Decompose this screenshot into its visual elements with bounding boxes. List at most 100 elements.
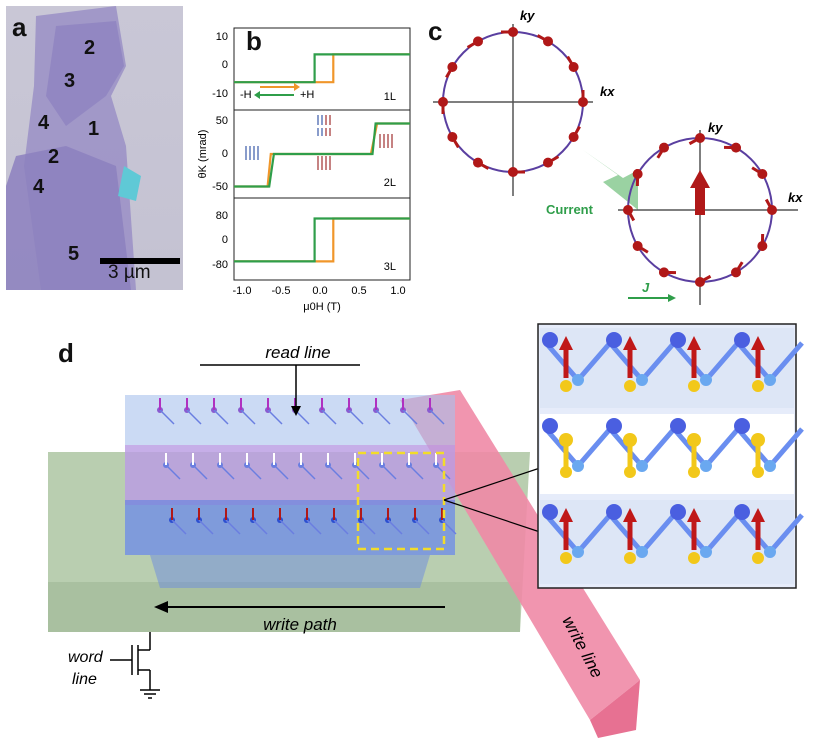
memory-device-diagram: read line write path word line write lin…	[48, 323, 804, 738]
hysteresis-series-+H-1L	[234, 53, 410, 84]
spin-arrow	[473, 158, 490, 170]
bond	[159, 409, 175, 425]
layer-label-3L: 3L	[384, 261, 396, 273]
ytick-label: 80	[216, 210, 228, 222]
bond	[198, 519, 214, 535]
write-path-label: write path	[263, 615, 337, 634]
region-number: 3	[64, 70, 76, 92]
bond	[300, 464, 316, 480]
bond	[354, 464, 370, 480]
bond	[736, 427, 772, 468]
y-axis-label: θK (mrad)	[197, 130, 209, 179]
spin-arrow-head	[559, 336, 573, 350]
zoom-connector	[443, 467, 541, 501]
xtick-label: 1.0	[390, 285, 405, 297]
hysteresis-series--H-2L	[234, 122, 410, 188]
ky-label: ky	[708, 120, 723, 135]
bond	[544, 513, 580, 554]
bond	[704, 513, 740, 554]
atom	[560, 380, 572, 392]
atom	[764, 546, 776, 558]
spin-arrow	[543, 155, 560, 167]
hysteresis-series--H-1L	[234, 53, 410, 84]
write-line-bar	[400, 390, 640, 720]
bond	[387, 519, 403, 535]
atom	[752, 552, 764, 564]
atom	[670, 418, 686, 434]
spin-arrow	[445, 62, 457, 79]
current-label: Current	[546, 202, 594, 217]
bond	[192, 464, 208, 480]
region-number: 1	[88, 118, 100, 140]
spin-arrow	[566, 55, 578, 72]
bond	[576, 427, 612, 468]
atom	[572, 374, 584, 386]
atom	[606, 504, 622, 520]
hysteresis-series--H-3L	[234, 217, 410, 263]
atom	[636, 460, 648, 472]
atom	[764, 374, 776, 386]
spin-arrow	[624, 205, 636, 222]
stack-middle-layer	[125, 445, 455, 505]
legend-minus-label: -H	[240, 89, 252, 101]
bond	[640, 341, 676, 382]
bond	[171, 519, 187, 535]
spin-arrow-head	[687, 508, 701, 522]
panel-label-d: d	[58, 338, 74, 368]
atom	[542, 332, 558, 348]
bond	[321, 409, 337, 425]
legend-plus-label: +H	[300, 89, 314, 101]
atom	[624, 380, 636, 392]
j-label: J	[642, 280, 650, 295]
bond	[768, 513, 804, 554]
region-number: 2	[48, 146, 60, 168]
transistor-icon	[110, 632, 160, 699]
spin-arrow-head	[623, 508, 637, 522]
bond	[267, 409, 283, 425]
bond	[219, 464, 235, 480]
word-line-label-line: line	[72, 671, 97, 688]
ytick-label: 10	[216, 31, 228, 43]
atom	[624, 552, 636, 564]
bond	[544, 427, 580, 468]
spin-arrow-head	[623, 336, 637, 350]
bond	[608, 513, 644, 554]
panel-label-a: a	[12, 12, 27, 42]
bond	[381, 464, 397, 480]
spin-arrow	[466, 37, 483, 49]
bond	[306, 519, 322, 535]
spin-arrow	[764, 198, 776, 215]
read-line-label: read line	[265, 343, 330, 362]
spin-arrow-head	[751, 508, 765, 522]
atom	[670, 504, 686, 520]
atom	[688, 552, 700, 564]
bond	[414, 519, 430, 535]
spin-arrow-head	[751, 336, 765, 350]
bond	[279, 519, 295, 535]
bond	[736, 341, 772, 382]
atom	[700, 460, 712, 472]
bond	[768, 341, 804, 382]
bond	[544, 341, 580, 382]
atom	[606, 418, 622, 434]
atom	[752, 380, 764, 392]
layer-label-1L: 1L	[384, 91, 396, 103]
atom	[560, 552, 572, 564]
atom	[670, 332, 686, 348]
atom	[559, 433, 573, 447]
bond	[608, 427, 644, 468]
spin-arrow	[632, 242, 649, 254]
bond	[672, 341, 708, 382]
bond	[225, 519, 241, 535]
bond	[360, 519, 376, 535]
kx-label: kx	[788, 190, 803, 205]
bond	[246, 464, 262, 480]
spin-arrow	[732, 261, 744, 278]
atom	[751, 433, 765, 447]
spin-arrow	[569, 125, 581, 142]
xtick-label: -0.5	[272, 285, 291, 297]
net-spin-arrow	[695, 185, 705, 215]
bond	[213, 409, 229, 425]
xtick-label: 0.0	[312, 285, 327, 297]
atom	[734, 504, 750, 520]
